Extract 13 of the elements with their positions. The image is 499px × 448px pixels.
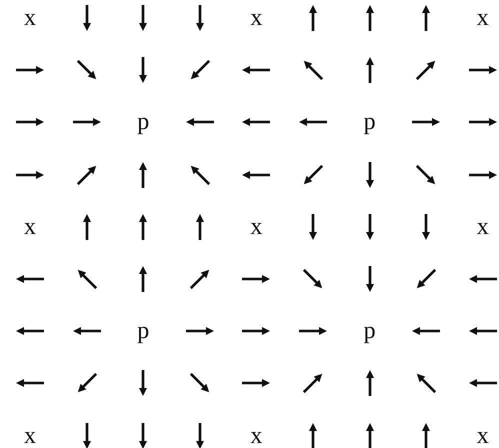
grid-label: x bbox=[24, 214, 36, 239]
grid-label: p bbox=[137, 110, 150, 134]
grid-label: x bbox=[250, 424, 262, 448]
grid-label: x bbox=[476, 214, 489, 239]
grid-label: x bbox=[24, 6, 36, 30]
grid-label: p bbox=[364, 319, 376, 344]
grid-label: x bbox=[476, 6, 489, 30]
grid-label: x bbox=[250, 6, 262, 30]
grid-label: p bbox=[364, 110, 376, 134]
grid-label: x bbox=[476, 424, 489, 448]
grid-label: x bbox=[24, 424, 36, 448]
grid-label: p bbox=[137, 319, 150, 344]
grid-label: x bbox=[250, 214, 262, 239]
